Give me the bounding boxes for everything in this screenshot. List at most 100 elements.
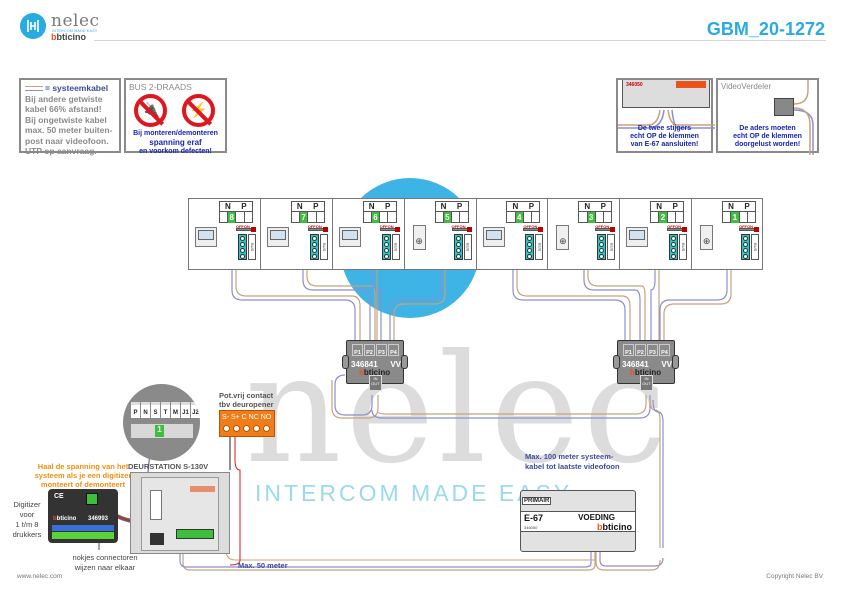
video-distributor-thumbnail <box>774 98 794 116</box>
out-label: OUT <box>371 381 380 386</box>
bus-warning-line: Bij monteren/demonteren <box>133 130 218 137</box>
digitizer-module: CE bbticino 346993 <box>48 489 118 543</box>
keypad-label: T <box>161 402 170 418</box>
power-supply-e67: PRIMAIR E-67 VOEDING 346050 bbticino <box>520 490 636 552</box>
cable-info-line: Bij andere getwiste <box>25 93 103 104</box>
termination-switch[interactable]: OFFON <box>523 224 544 232</box>
bus-terminal <box>381 234 391 260</box>
distributor-brand: bbticino <box>359 368 391 377</box>
risers-warning-line: van E-67 aansluiten! <box>630 141 699 148</box>
apartment-number: 2 <box>659 212 668 223</box>
termination-switch[interactable]: OFFON <box>595 224 616 232</box>
p-label: P <box>384 202 391 211</box>
logo-partner-text: bticino <box>56 32 87 42</box>
out-label: OUT <box>642 381 651 386</box>
keypad-label: J2 <box>191 402 200 418</box>
p-label: P <box>528 202 535 211</box>
no-plug-icon: 🔌 <box>134 94 167 127</box>
off-label: OFF <box>523 224 532 229</box>
keypad-label: S <box>151 402 160 418</box>
distributor-brand-text: bticino <box>634 368 662 377</box>
bus-label: BUS <box>679 234 688 260</box>
bus-warning-box: BUS 2-DRAADS 🔌 ⚡ Bij monteren/demonteren… <box>124 78 227 155</box>
termination-switch[interactable]: OFFON <box>379 224 400 232</box>
distributor-ports: P1 P2 P3 P4 <box>352 344 399 356</box>
ce-mark: CE <box>54 493 64 500</box>
digitizer-description-line: voor <box>19 510 35 519</box>
door-station <box>130 472 230 554</box>
supply-note-line: Max. 100 meter systeem- <box>525 452 614 461</box>
cable-info-line: Bij ongetwiste kabel <box>25 114 107 125</box>
port-p3: P3 <box>647 344 658 356</box>
connector-note-line: wijzen naar elkaar <box>74 563 136 572</box>
e67-thumbnail-code: 346050 <box>626 82 643 88</box>
distributor-type: VV <box>390 360 401 369</box>
on-label: ON <box>531 224 538 229</box>
p-label: P <box>241 202 247 211</box>
n-label: N <box>368 202 375 211</box>
n-label: N <box>728 202 734 211</box>
footer-copyright: Copyright Nelec BV <box>766 573 823 580</box>
nelec-logo-icon <box>20 13 46 39</box>
supply-brand: bbticino <box>597 522 632 532</box>
bus-warning-line: spanning eraf <box>149 138 202 147</box>
cable-legend-label: = systeemkabel <box>45 83 109 93</box>
digitizer-brand: bbticino <box>53 516 77 522</box>
port-p2: P2 <box>364 344 375 356</box>
header-divider <box>94 40 826 41</box>
footer-website: www.nelec.com <box>17 573 63 580</box>
termination-switch[interactable]: OFFON <box>307 224 328 232</box>
n-label: N <box>296 202 303 211</box>
digitizer-description-line: 1 t/m 8 <box>15 520 39 529</box>
termination-switch[interactable]: OFFON <box>451 224 472 232</box>
on-label: ON <box>603 224 610 229</box>
door-opener-contact: S- S+ C NC NO <box>219 410 275 437</box>
keypad-labels: P N S T M J1 J2 <box>131 402 200 418</box>
video-distributor-warning-line: doorgelust worden! <box>734 141 801 148</box>
digitizer-brand-text: bticino <box>56 516 77 522</box>
door-station-out-connector <box>150 533 164 545</box>
apartment-number: 1 <box>731 212 740 223</box>
cable-info-box: = systeemkabel Bij andere getwiste kabel… <box>19 78 121 156</box>
logo-tagline: INTERCOM MADE EASY <box>52 29 98 33</box>
n-label: N <box>584 202 591 211</box>
video-distributor-warning-line: De aders moeten <box>739 125 796 132</box>
termination-switch[interactable]: OFFON <box>667 224 688 232</box>
distributor-ports: P1 P2 P3 P4 <box>623 344 670 356</box>
primary-label: PRIMAIR <box>522 497 552 505</box>
video-distributor-title: VideoVerdeler <box>721 82 772 91</box>
supply-note: Max. 100 meter systeem- kabel tot laatst… <box>525 452 620 472</box>
supply-model: E-67 <box>524 513 544 523</box>
termination-switch[interactable]: OFFON <box>235 224 256 232</box>
digitizer-description: Digitizer voor 1 t/m 8 drukkers <box>8 500 46 540</box>
push-button-icon: ⊕ <box>412 225 426 250</box>
risers-warning-line: echt OP de klemmen <box>630 133 699 140</box>
bus-terminal <box>237 234 247 260</box>
termination-switch[interactable]: OFFON <box>739 224 759 232</box>
bus-terminal <box>453 234 463 260</box>
apartment-number: 6 <box>371 212 381 223</box>
p-label: P <box>672 202 678 211</box>
cable-legend: = systeemkabel <box>25 83 115 94</box>
bus-terminal <box>309 234 319 260</box>
cable-length-note: Max. 50 meter <box>238 561 288 570</box>
digitizer-description-line: drukkers <box>12 530 42 539</box>
no-power-icon: ⚡ <box>182 94 215 127</box>
contact-screws <box>223 425 270 432</box>
digitizer-terminals <box>52 532 114 539</box>
bticino-logo-icon <box>190 486 215 492</box>
connector-note-line: nokjes connectoren <box>72 553 138 562</box>
connector-note: nokjes connectoren wijzen naar elkaar <box>55 553 155 573</box>
p-label: P <box>313 202 319 211</box>
